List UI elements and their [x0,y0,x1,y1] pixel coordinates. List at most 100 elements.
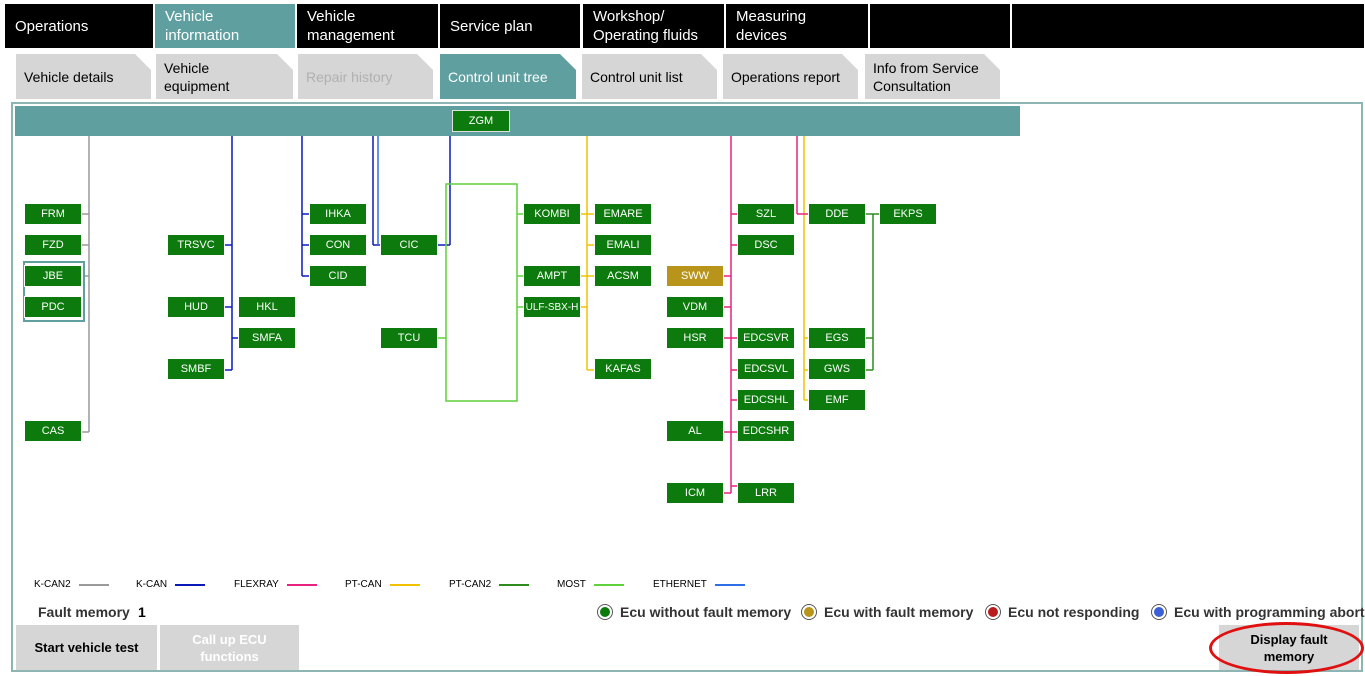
ecu-kombi[interactable]: KOMBI [523,203,581,225]
ecu-cic[interactable]: CIC [380,234,438,256]
ecu-smbf[interactable]: SMBF [167,358,225,380]
status-with-fault-label: Ecu with fault memory [824,604,974,620]
tab-measuring-devices[interactable]: Measuring devices [726,4,868,48]
legend-k-can2-label: K-CAN2 [34,579,71,590]
subtab-operations-report[interactable]: Operations report [723,54,858,99]
ecu-egs[interactable]: EGS [808,327,866,349]
status-with-fault: Ecu with fault memory [801,604,974,620]
status-programming-abort: Ecu with programming abort [1151,604,1365,620]
ecu-vdm[interactable]: VDM [666,296,724,318]
tab-vehicle-management[interactable]: Vehicle management [297,4,438,48]
call-up-ecu-functions-label: Call up ECU functions [192,631,267,664]
legend-ethernet: ETHERNET [653,579,745,590]
ecu-kafas[interactable]: KAFAS [594,358,652,380]
tab-empty-1 [870,4,1010,48]
ecu-ampt[interactable]: AMPT [523,265,581,287]
status-not-responding: Ecu not responding [985,604,1140,620]
status-no-fault-label: Ecu without fault memory [620,604,792,620]
legend-most-label: MOST [557,579,586,590]
tab-vehicle-management-label: Vehicle management [307,8,395,44]
ecu-al[interactable]: AL [666,420,724,442]
ecu-smfa[interactable]: SMFA [238,327,296,349]
ecu-dsc[interactable]: DSC [737,234,795,256]
ecu-ulf-sbx-h[interactable]: ULF-SBX-H [523,296,581,318]
tab-vehicle-information[interactable]: Vehicle information [155,4,295,48]
legend-k-can: K-CAN [136,579,206,590]
subtab-control-unit-list[interactable]: Control unit list [582,54,717,99]
ecu-emare[interactable]: EMARE [594,203,652,225]
ecu-icm[interactable]: ICM [666,482,724,504]
subtab-control-unit-tree-label: Control unit tree [448,68,548,85]
ecu-ekps[interactable]: EKPS [879,203,937,225]
subtab-info-service-consultation-label: Info from Service Consultation [873,59,979,94]
legend-flexray-swatch [286,583,317,586]
ecu-acsm[interactable]: ACSM [594,265,652,287]
ecu-emf[interactable]: EMF [808,389,866,411]
ecu-dde[interactable]: DDE [808,203,866,225]
fault-memory-label: Fault memory [38,604,130,620]
legend-pt-can2-swatch [499,583,530,586]
subtab-control-unit-tree[interactable]: Control unit tree [440,54,576,99]
status-no-fault: Ecu without fault memory [597,604,792,620]
ecu-fzd[interactable]: FZD [24,234,82,256]
ecu-sww[interactable]: SWW [666,265,724,287]
legend-pt-can-label: PT-CAN [345,579,382,590]
ecu-gws[interactable]: GWS [808,358,866,380]
legend-flexray-label: FLEXRAY [234,579,279,590]
status-not-responding-label: Ecu not responding [1008,604,1140,620]
highlight-circle [1209,622,1364,674]
ecu-con[interactable]: CON [309,234,367,256]
subtab-repair-history-label: Repair history [306,68,393,85]
ecu-hkl[interactable]: HKL [238,296,296,318]
tab-operations-label: Operations [15,17,89,35]
ecu-edcshl[interactable]: EDCSHL [737,389,795,411]
subtab-info-service-consultation[interactable]: Info from Service Consultation [865,54,1000,99]
ecu-hsr[interactable]: HSR [666,327,724,349]
tab-workshop-fluids[interactable]: Workshop/ Operating fluids [583,4,724,48]
tab-empty-2 [1012,4,1364,48]
ecu-frm[interactable]: FRM [24,203,82,225]
gateway-bar [15,106,1020,136]
status-programming-abort-label: Ecu with programming abort [1174,604,1365,620]
legend-k-can2-swatch [78,583,109,586]
ecu-edcsvr[interactable]: EDCSVR [737,327,795,349]
ecu-cas[interactable]: CAS [24,420,82,442]
tab-service-plan[interactable]: Service plan [440,4,580,48]
fault-memory-count: 1 [138,604,146,620]
legend-ethernet-label: ETHERNET [653,579,707,590]
control-unit-tree-panel [11,102,1363,672]
ecu-edcshr[interactable]: EDCSHR [737,420,795,442]
legend-k-can-swatch [175,583,206,586]
subtab-vehicle-equipment-label: Vehicle equipment [164,59,230,94]
subtab-vehicle-details-label: Vehicle details [24,68,114,85]
ecu-zgm[interactable]: ZGM [452,110,510,132]
tab-measuring-devices-label: Measuring devices [736,8,807,44]
ecu-ihka[interactable]: IHKA [309,203,367,225]
ecu-jbe[interactable]: JBE [24,265,82,287]
ecu-lrr[interactable]: LRR [737,482,795,504]
ecu-pdc[interactable]: PDC [24,296,82,318]
start-vehicle-test-label: Start vehicle test [34,640,139,655]
legend-most: MOST [557,579,624,590]
status-blue-dot-icon [1151,604,1167,620]
legend-most-swatch [593,583,624,586]
start-vehicle-test-button[interactable]: Start vehicle test [16,625,157,670]
tab-vehicle-information-label: Vehicle information [165,8,240,44]
legend-pt-can-swatch [389,583,420,586]
ecu-hud[interactable]: HUD [167,296,225,318]
ecu-cid[interactable]: CID [309,265,367,287]
call-up-ecu-functions-button: Call up ECU functions [160,625,299,670]
ecu-szl[interactable]: SZL [737,203,795,225]
ecu-tcu[interactable]: TCU [380,327,438,349]
ecu-emali[interactable]: EMALI [594,234,652,256]
subtab-vehicle-equipment[interactable]: Vehicle equipment [156,54,293,99]
jbe-pdc-group [23,261,85,322]
tab-operations[interactable]: Operations [5,4,153,48]
legend-k-can2: K-CAN2 [34,579,109,590]
status-yellow-dot-icon [801,604,817,620]
status-green-dot-icon [597,604,613,620]
subtab-vehicle-details[interactable]: Vehicle details [16,54,151,99]
ecu-edcsvl[interactable]: EDCSVL [737,358,795,380]
ecu-trsvc[interactable]: TRSVC [167,234,225,256]
subtab-operations-report-label: Operations report [731,68,840,85]
